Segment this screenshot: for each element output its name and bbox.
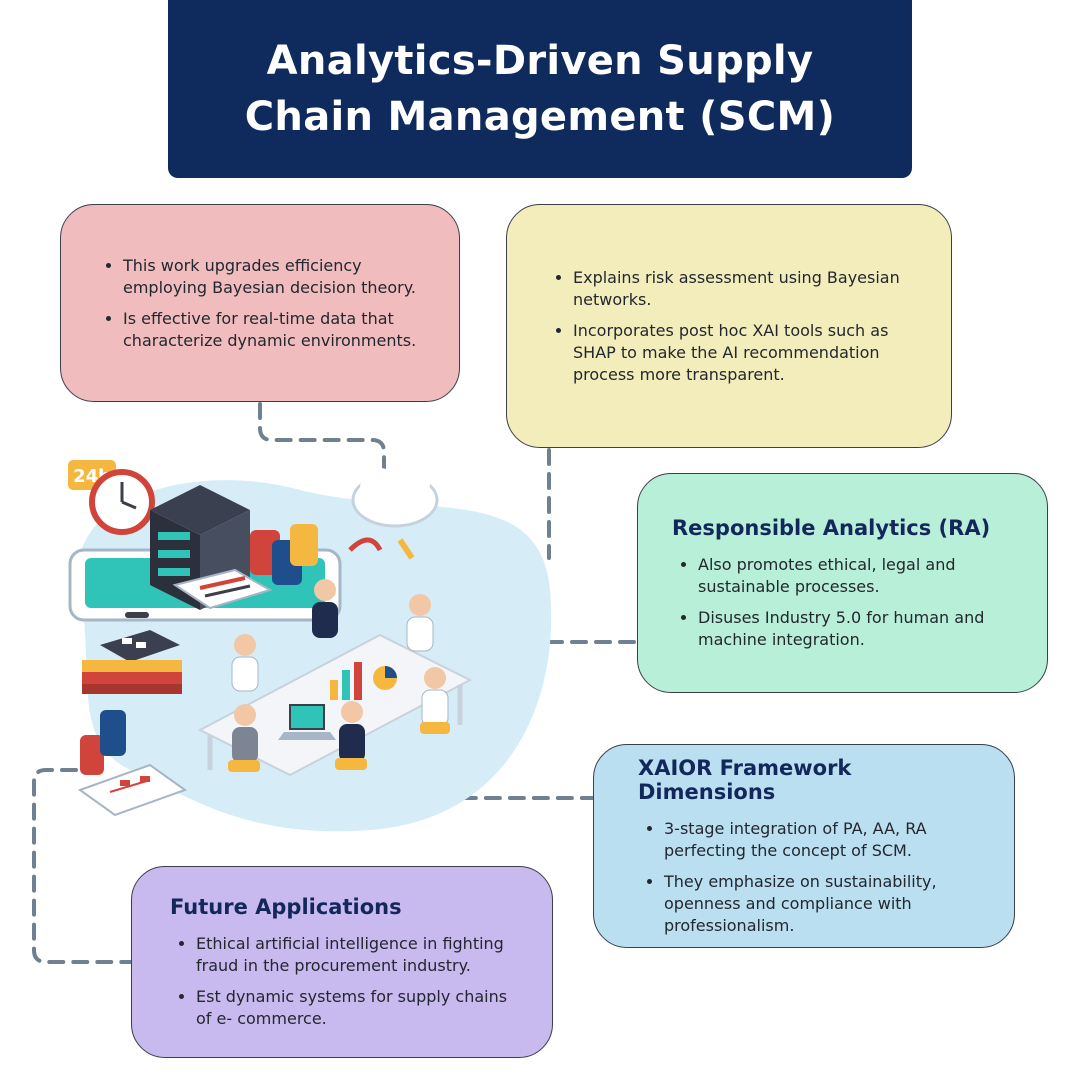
database-icon [250, 524, 318, 585]
team-analytics-illustration: 24h [68, 460, 552, 832]
bullet-item: 3-stage integration of PA, AA, RA perfec… [664, 818, 986, 862]
clock-icon: 24h [68, 460, 155, 535]
bullet-item: Ethical artificial intelligence in fight… [196, 933, 524, 977]
person-icon [231, 634, 259, 692]
person-icon [335, 701, 367, 770]
meeting-table [197, 633, 473, 777]
person-icon [228, 704, 260, 772]
person-icon [406, 594, 434, 652]
card-heading: Future Applications [170, 894, 402, 919]
card-heading: XAIOR Framework Dimensions [638, 755, 852, 804]
card-bayesian-efficiency: This work upgrades efficiency employing … [60, 204, 460, 402]
books-icon [82, 660, 182, 694]
cloud-icon [348, 462, 439, 560]
database-small-icon [80, 710, 126, 775]
connector-card1 [258, 402, 386, 480]
bullet-item: This work upgrades efficiency employing … [123, 255, 431, 299]
bullet-list: 3-stage integration of PA, AA, RA perfec… [638, 818, 986, 937]
card-responsible-analytics: Responsible Analytics (RA) Also promotes… [637, 473, 1048, 693]
card-heading: Responsible Analytics (RA) [672, 515, 991, 540]
card-risk-assessment: Explains risk assessment using Bayesian … [506, 204, 952, 448]
bullet-item: Incorporates post hoc XAI tools such as … [573, 320, 923, 386]
bullet-list: Explains risk assessment using Bayesian … [547, 267, 923, 386]
card-future-applications: Future Applications Ethical artificial i… [131, 866, 553, 1058]
bullet-item: Disuses Industry 5.0 for human and machi… [698, 607, 1019, 651]
bullet-item: Est dynamic systems for supply chains of… [196, 986, 524, 1030]
person-icon [420, 667, 450, 734]
bar-chart-icon [330, 662, 397, 700]
bullet-item: They emphasize on sustainability, openne… [664, 871, 986, 937]
bullet-list: This work upgrades efficiency employing … [97, 255, 431, 352]
flowchart-icon [77, 763, 188, 817]
calculator-icon [100, 630, 180, 662]
connector-card5 [32, 768, 132, 964]
bullet-item: Is effective for real-time data that cha… [123, 308, 431, 352]
laptop-icon [278, 704, 336, 740]
team-members [228, 579, 450, 772]
title-banner: Analytics-Driven Supply Chain Management… [168, 0, 912, 178]
bullet-list: Ethical artificial intelligence in fight… [170, 933, 524, 1030]
person-icon [312, 579, 338, 638]
page-title: Analytics-Driven Supply Chain Management… [244, 38, 836, 140]
card-xaior-framework: XAIOR Framework Dimensions 3-stage integ… [593, 744, 1015, 948]
bullet-list: Also promotes ethical, legal and sustain… [672, 554, 1019, 651]
document-stack [172, 568, 273, 610]
bullet-item: Explains risk assessment using Bayesian … [573, 267, 923, 311]
bullet-item: Also promotes ethical, legal and sustain… [698, 554, 1019, 598]
